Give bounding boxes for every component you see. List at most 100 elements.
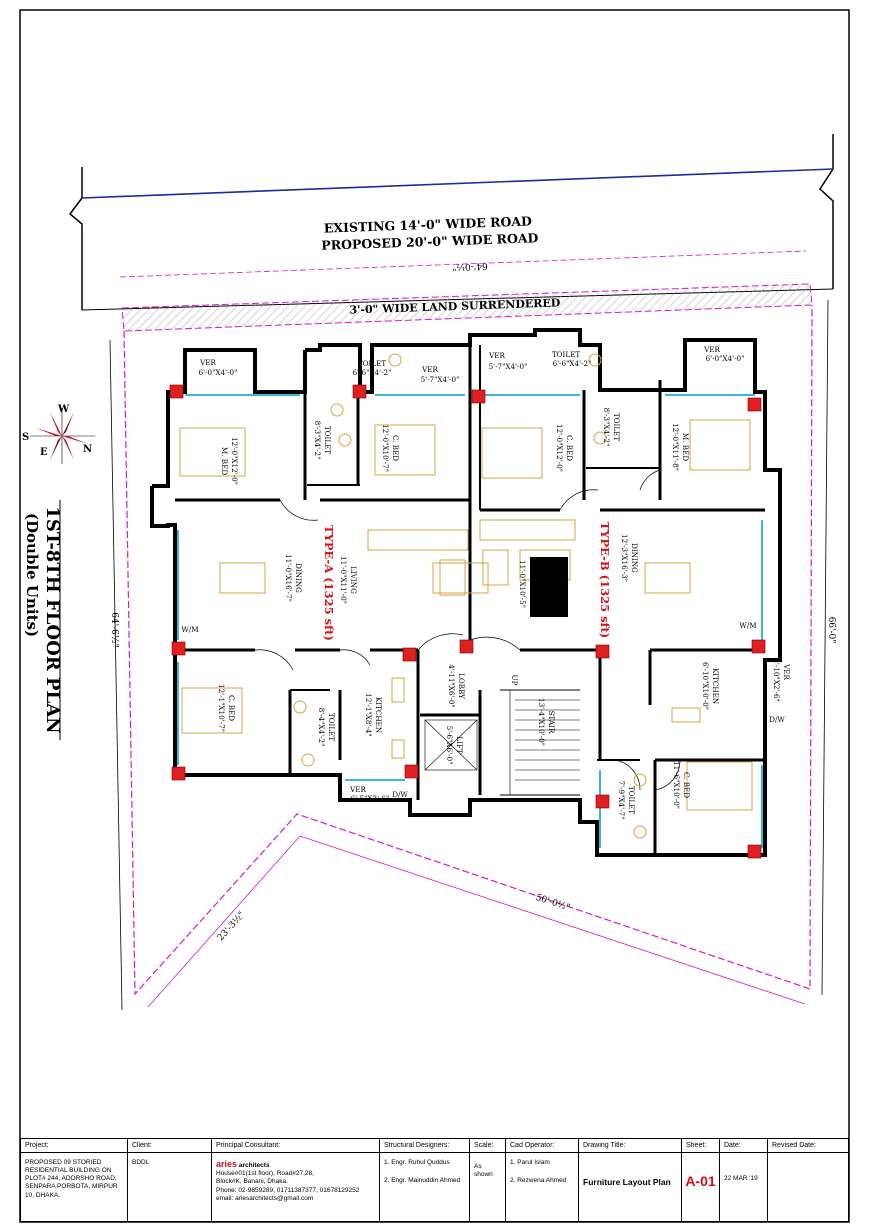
- room-ver-top-b-dim: 5'-7"X4'-0": [489, 362, 528, 371]
- tb-scale: Scale: As shown: [470, 1139, 506, 1221]
- tb-client: Client: BDDL: [128, 1139, 212, 1221]
- room-living-b-dim: 11'-0"X10'-5": [518, 560, 527, 608]
- room-ver-top-a: VER: [421, 365, 438, 374]
- tb-drawing-label: Drawing Title:: [579, 1139, 681, 1153]
- room-cbed-b1-dim: 12'-0"X12'-0": [555, 424, 564, 472]
- plan-title-line2: (Double Units): [23, 513, 41, 637]
- tb-structural-1: 1. Engr. Ruhul Quddus: [384, 1159, 450, 1166]
- room-stair-dim: 13'-4"X10'-0": [537, 698, 546, 746]
- room-dining-b: DINING: [630, 543, 639, 573]
- tb-consultant-brand-suffix: architects: [238, 1162, 270, 1169]
- tb-project-label: Project:: [21, 1139, 127, 1153]
- dim-right: 66'-0": [826, 617, 836, 644]
- tb-structural: Structural Designers: 1. Engr. Ruhul Qud…: [380, 1139, 470, 1221]
- building-walls: [150, 328, 782, 857]
- room-kitchen-a: KITCHEN: [374, 697, 383, 733]
- room-ver-tr: VER: [703, 345, 720, 354]
- tb-consultant-brand: aries: [216, 1159, 238, 1169]
- room-toilet-a1-dim: 8'-3"X4'-2": [313, 421, 322, 460]
- road: EXISTING 14'-0" WIDE ROAD PROPOSED 20'-0…: [68, 134, 834, 311]
- redaction-block: [530, 557, 568, 617]
- tb-date-value: 22 MAR '19: [724, 1175, 758, 1182]
- compass-w: W: [57, 404, 70, 415]
- tb-consultant-phone: Phone: 02-9859289, 01711387377, 01678129…: [216, 1186, 360, 1194]
- tb-project-value: PROPOSED 09 STORIED RESIDENTIAL BUILDING…: [25, 1159, 118, 1199]
- tb-sheet-label: Sheet:: [682, 1139, 719, 1153]
- room-cbed-a2-dim: 12'-1"X10'-7": [217, 684, 226, 732]
- tb-consultant-label: Principal Consultant:: [212, 1139, 379, 1153]
- plan-title: 1ST-8TH FLOOR PLAN (Double Units): [23, 500, 63, 740]
- tb-cad: Cad Operator: 1. Parul Islam 2. Rezwena …: [506, 1139, 579, 1221]
- room-toilet-b1-dim: 8'-3"X4'-2": [602, 408, 611, 447]
- room-toilet-a2: TOILET: [327, 713, 336, 742]
- north-arrow-icon: W S E N: [22, 404, 95, 464]
- room-ver-tl: VER: [199, 358, 216, 367]
- room-ver-top-a-dim: 5'-7"X4'-0": [421, 375, 460, 384]
- room-toilet-a1: TOILET: [323, 426, 332, 455]
- tb-sheet: Sheet: A-01: [682, 1139, 720, 1221]
- room-cbed-a1: C. BED: [391, 435, 400, 461]
- tb-cad-2: 2. Rezwena Ahmed: [510, 1177, 567, 1185]
- room-living-a-dim: 11'-0"X11'-0": [339, 556, 348, 604]
- surrender-strip: 3'-0" WIDE LAND SURRENDERED: [121, 283, 813, 332]
- tb-sheet-value: A-01: [685, 1173, 716, 1189]
- room-ver-top-b: VER: [488, 351, 505, 360]
- room-dw-a: D/W: [392, 790, 408, 799]
- room-mbed-a-dim: 12'-0"X12'-0": [230, 437, 239, 485]
- room-dining-b-dim: 12'-3"X16'-3": [620, 534, 629, 582]
- compass-n: N: [83, 444, 92, 455]
- plan-title-line1: 1ST-8TH FLOOR PLAN: [42, 506, 63, 733]
- compass-s: S: [22, 432, 29, 443]
- room-toilet-a2-dim: 8'-4"X4'-2": [317, 708, 326, 747]
- room-cbed-b2: C. BED: [682, 772, 691, 798]
- columns: [169, 384, 766, 859]
- room-dw-b: D/W: [769, 715, 785, 724]
- unit-type-a: TYPE-A (1325 sft): [322, 525, 336, 641]
- dim-top: 64'-0½": [452, 260, 488, 272]
- room-labels: VER 6'-0"X4'-0" TOILET 6'-6"X4'-2" VER 5…: [181, 345, 791, 819]
- room-toilet-b1: TOILET: [612, 413, 621, 442]
- room-ver-a-bottom: VER: [349, 785, 366, 794]
- room-cbed-a2: C. BED: [227, 695, 236, 721]
- stair-lift: [424, 690, 580, 795]
- tb-cad-1: 1. Parul Islam: [510, 1159, 550, 1166]
- tb-client-value: BDDL: [132, 1159, 150, 1166]
- room-ver-a-bottom-dim: 6'-5"X2'-6": [351, 794, 390, 803]
- site-boundary: 64'-6½" 66'-0" 50'-0½" 23'-3½": [109, 299, 836, 1011]
- unit-type-b: TYPE-B (1325 sft): [598, 522, 612, 639]
- room-cbed-b2-dim: 11'-6"X10'-0": [672, 761, 681, 809]
- room-ver-tr-dim: 6'-0"X4'-0": [706, 354, 745, 363]
- tb-cad-label: Cad Operator:: [506, 1139, 578, 1153]
- room-stair: STAIR: [547, 711, 556, 734]
- tb-consultant: Principal Consultant: aries architects H…: [212, 1139, 380, 1221]
- room-kitchen-b: KITCHEN: [711, 668, 720, 704]
- room-dining-a: DINING: [294, 563, 303, 593]
- room-ver-b-right-dim: 6'-10"X2'-6": [772, 658, 781, 701]
- tb-drawing: Drawing Title: Furniture Layout Plan: [579, 1139, 682, 1221]
- tb-client-label: Client:: [128, 1139, 211, 1153]
- tb-revised-label: Revised Date:: [768, 1139, 848, 1153]
- room-mbed-a: M. BED: [220, 447, 229, 475]
- room-toilet-top-a-dim: 6'-6"X4'-2": [353, 368, 392, 377]
- room-toilet-top-b: TOILET: [552, 350, 581, 359]
- room-kitchen-a-dim: 12'-1"X8'-4": [364, 693, 373, 736]
- room-up: UP: [510, 675, 519, 686]
- room-wm-a: W/M: [181, 625, 198, 634]
- tb-structural-2: 2. Engr. Mainuddin Ahmed: [384, 1177, 461, 1185]
- road-existing-label: EXISTING 14'-0" WIDE ROAD: [324, 213, 533, 235]
- room-mbed-b-dim: 12'-0"X11'-8": [671, 423, 680, 471]
- tb-structural-label: Structural Designers:: [380, 1139, 469, 1153]
- compass-e: E: [40, 447, 48, 458]
- tb-consultant-email: email: ariesarchitects@gmail.com: [216, 1194, 314, 1202]
- room-lobby: LOBBY: [457, 673, 466, 699]
- windows: [177, 394, 763, 848]
- room-ver-tl-dim: 6'-0"X4'-0": [199, 368, 238, 377]
- room-cbed-b1: C. BED: [565, 435, 574, 461]
- room-living-a: LIVING: [349, 566, 358, 594]
- room-toilet-b2-dim: 7'-9"X4'-7": [617, 781, 626, 820]
- room-toilet-top-a: TOILET: [358, 359, 387, 368]
- room-lift-dim: 5'-6"X6'-0": [445, 726, 454, 765]
- dim-left: 64'-6½": [109, 612, 120, 648]
- room-toilet-top-b-dim: 6'-6"X4'-2": [553, 359, 592, 368]
